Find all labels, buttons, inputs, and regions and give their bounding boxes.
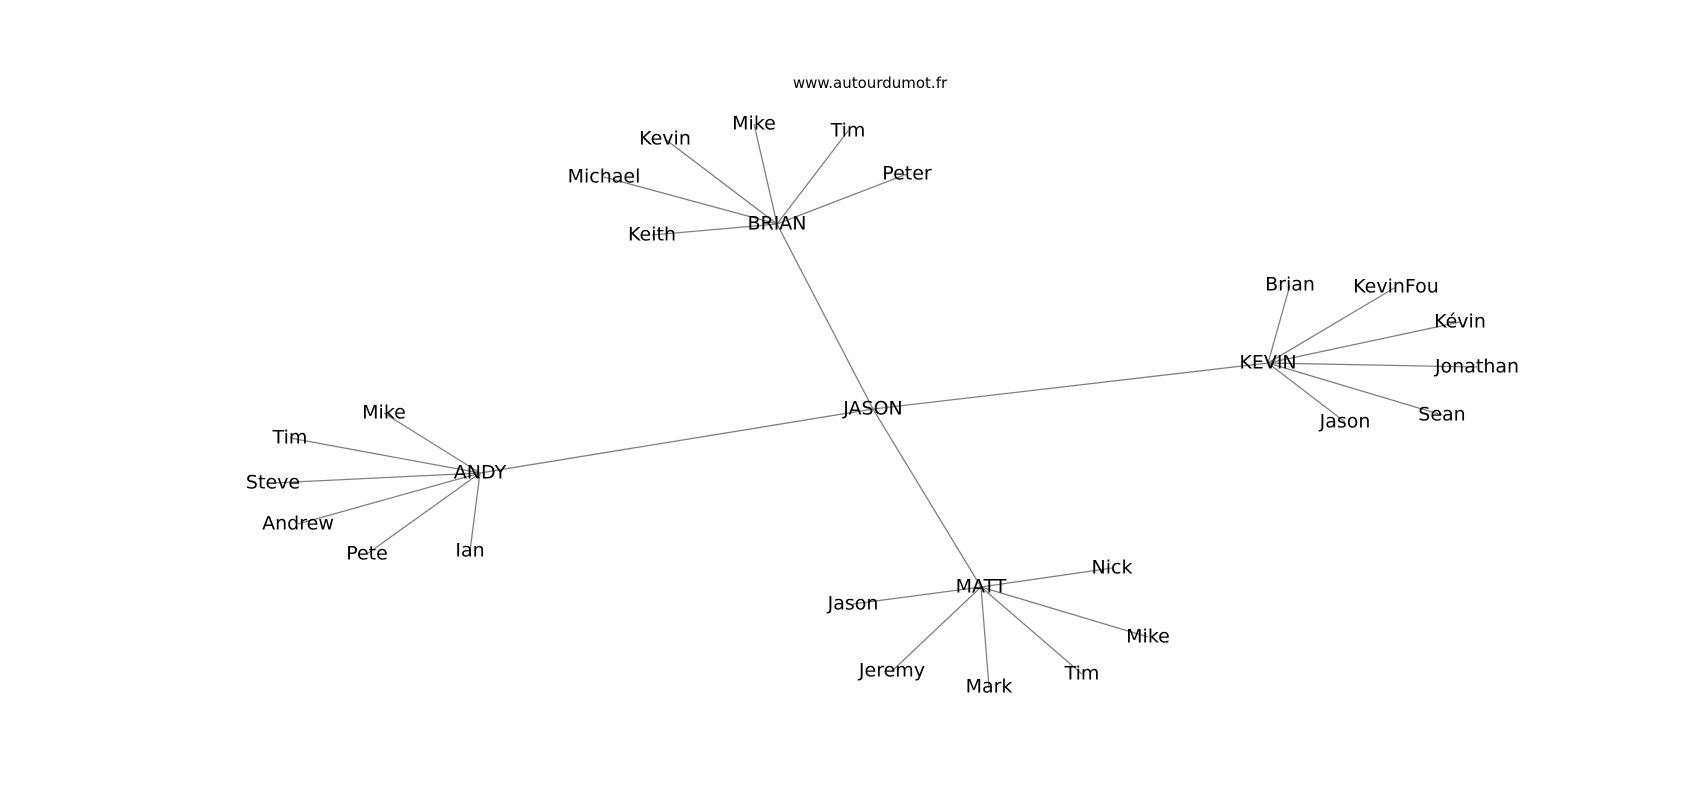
edge-matt_h-m_mike xyxy=(980,586,1149,638)
edge-brian_h-b_tim xyxy=(776,130,849,225)
node-b-keith: Keith xyxy=(628,223,676,246)
edge-kevin_h-k_kevin2 xyxy=(1267,321,1461,364)
node-a-tim: Tim xyxy=(272,426,308,449)
node-k-jason: Jason xyxy=(1319,410,1371,433)
node-b-peter: Peter xyxy=(882,162,932,185)
node-matt-h: MATT xyxy=(955,575,1007,598)
edge-brian_h-b_keith xyxy=(651,223,778,236)
edge-jason_c-andy_h xyxy=(479,408,874,474)
node-a-steve: Steve xyxy=(245,471,301,494)
node-b-mike: Mike xyxy=(732,112,776,135)
node-m-tim: Tim xyxy=(1064,662,1100,685)
edge-kevin_h-k_jason xyxy=(1267,362,1346,423)
node-a-ian: Ian xyxy=(455,539,485,562)
edge-brian_h-b_mike xyxy=(753,123,778,225)
edge-brian_h-b_kevin xyxy=(664,138,778,225)
node-m-nick: Nick xyxy=(1091,556,1133,579)
edge-andy_h-a_andrew xyxy=(297,472,481,525)
node-k-brian: Brian xyxy=(1265,273,1315,296)
edge-brian_h-b_michael xyxy=(603,176,778,225)
node-brian-h: BRIAN xyxy=(747,212,807,235)
node-andy-h: ANDY xyxy=(453,461,507,484)
node-m-mike: Mike xyxy=(1126,625,1170,648)
edge-andy_h-a_steve xyxy=(272,472,481,484)
node-m-jason: Jason xyxy=(827,592,879,615)
edge-kevin_h-k_sean xyxy=(1267,362,1443,416)
node-jason-c: JASON xyxy=(843,397,903,420)
edge-matt_h-m_mark xyxy=(980,586,990,688)
edge-matt_h-m_jeremy xyxy=(891,586,982,672)
node-k-jonathan: Jonathan xyxy=(1434,355,1520,378)
node-b-tim: Tim xyxy=(830,119,866,142)
edge-brian_h-b_peter xyxy=(776,173,908,225)
edge-andy_h-a_pete xyxy=(366,472,481,555)
node-kevin-h: KEVIN xyxy=(1239,351,1297,374)
edge-kevin_h-k_jonathan xyxy=(1267,362,1478,368)
edge-andy_h-a_tim xyxy=(289,437,481,474)
node-m-mark: Mark xyxy=(965,675,1013,698)
source-text: www.autourdumot.fr xyxy=(792,74,948,92)
edge-jason_c-brian_h xyxy=(776,223,874,410)
node-k-kevin2: Kévin xyxy=(1434,310,1486,333)
edge-kevin_h-k_kevinfou xyxy=(1267,286,1397,364)
node-k-sean: Sean xyxy=(1418,403,1466,426)
node-a-pete: Pete xyxy=(346,542,388,565)
edge-kevin_h-k_brian xyxy=(1267,284,1291,364)
edge-jason_c-kevin_h xyxy=(872,362,1269,410)
node-b-michael: Michael xyxy=(567,165,641,188)
node-a-andrew: Andrew xyxy=(262,512,334,535)
node-b-kevin: Kevin xyxy=(639,127,691,150)
edge-matt_h-m_jason xyxy=(852,586,982,605)
edge-andy_h-a_ian xyxy=(469,472,481,552)
edge-andy_h-a_mike xyxy=(383,412,481,474)
edge-matt_h-m_nick xyxy=(980,567,1113,588)
edge-jason_c-matt_h xyxy=(872,408,982,588)
node-k-kevinfou: KevinFou xyxy=(1353,275,1439,298)
edge-matt_h-m_tim xyxy=(980,586,1083,675)
node-a-mike: Mike xyxy=(362,401,406,424)
node-m-jeremy: Jeremy xyxy=(858,659,926,682)
